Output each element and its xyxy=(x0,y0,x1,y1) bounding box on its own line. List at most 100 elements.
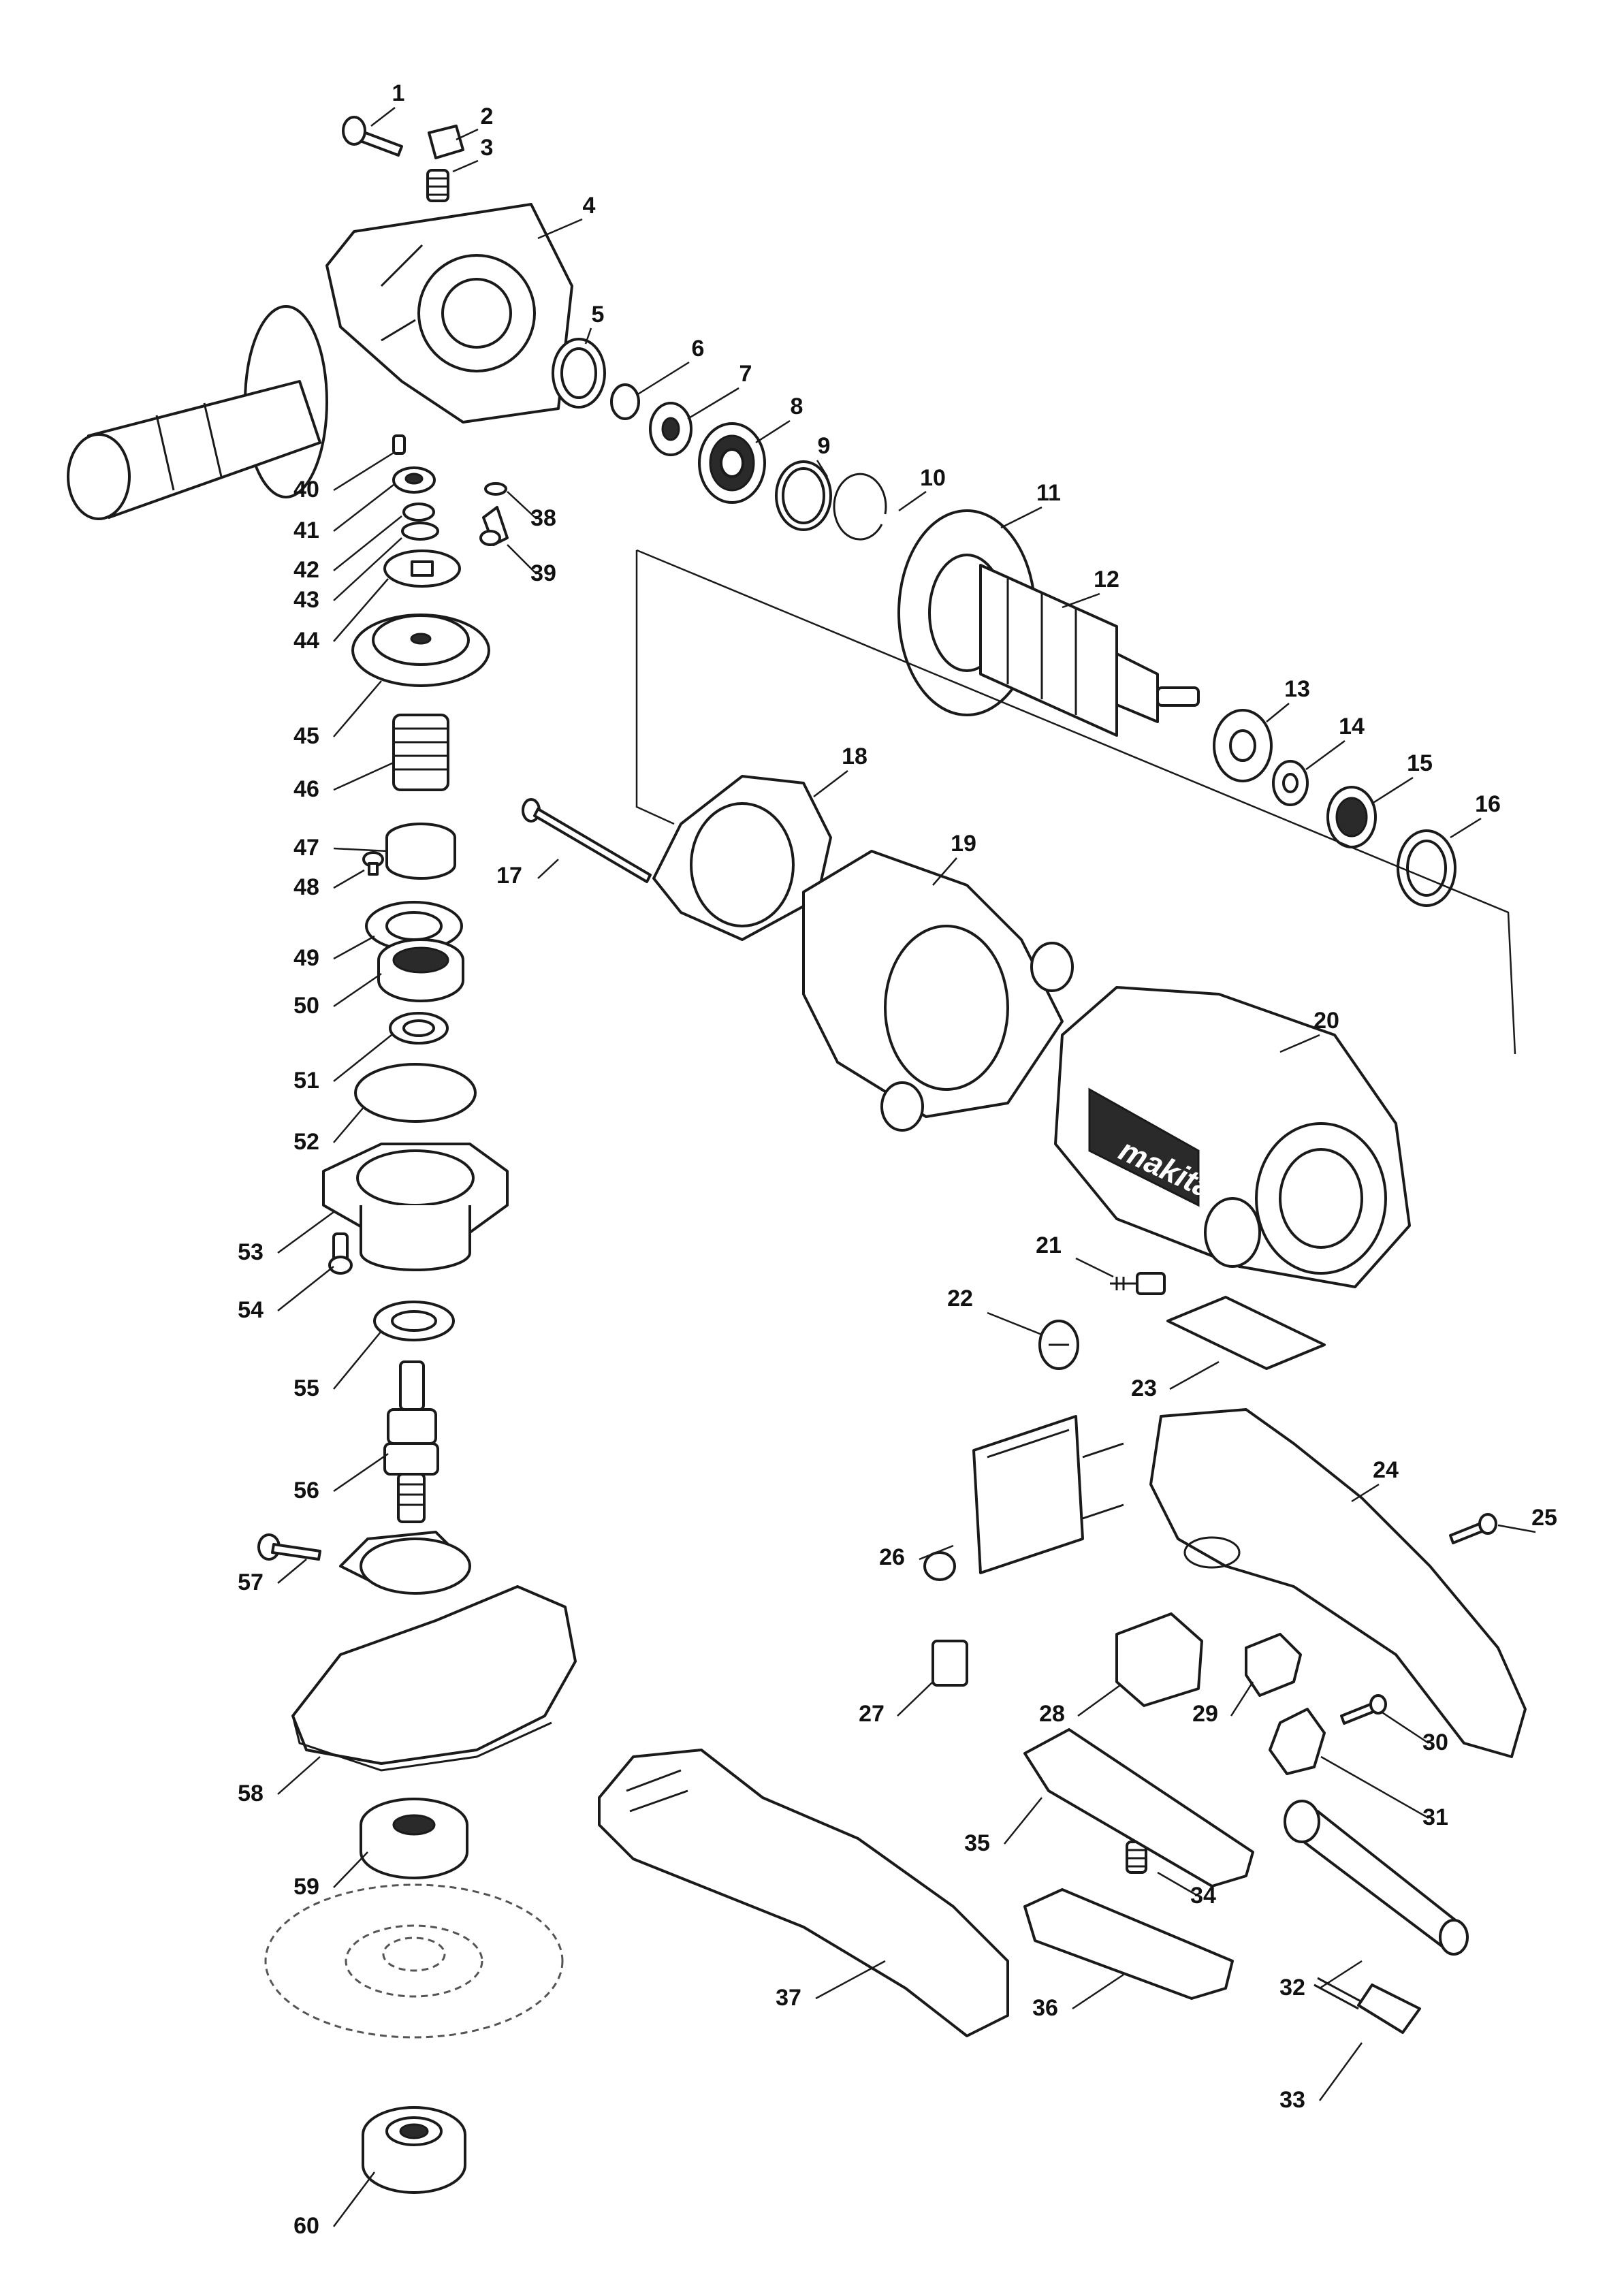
callout-leader-7 xyxy=(687,387,739,420)
callout-number-31: 31 xyxy=(1422,1804,1448,1830)
callout-number-50: 50 xyxy=(293,993,319,1019)
callout-leader-40 xyxy=(333,451,394,492)
part-power-cord-33 xyxy=(1313,1977,1421,2034)
callout-number-14: 14 xyxy=(1339,714,1365,739)
callout-leader-42 xyxy=(333,515,402,571)
callout-number-46: 46 xyxy=(293,776,319,802)
callout-number-11: 11 xyxy=(1036,480,1061,506)
callout-leader-44 xyxy=(333,578,389,642)
callout-number-40: 40 xyxy=(293,477,319,503)
callout-number-2: 2 xyxy=(481,103,494,129)
part-inner-flange-59 xyxy=(360,1798,468,1879)
callout-leader-48 xyxy=(333,869,365,889)
callout-leader-30 xyxy=(1382,1711,1429,1745)
callout-leader-33 xyxy=(1318,2042,1363,2101)
callout-number-28: 28 xyxy=(1039,1701,1065,1727)
callout-number-53: 53 xyxy=(238,1239,264,1265)
callout-number-41: 41 xyxy=(293,517,319,543)
part-spring-3 xyxy=(426,169,449,202)
part-handle-24 xyxy=(1149,1408,1527,1758)
part-motor-housing-20: makita xyxy=(1054,986,1411,1288)
part-pin-40 xyxy=(392,434,406,455)
callout-leader-21 xyxy=(1075,1257,1114,1278)
callout-number-6: 6 xyxy=(692,336,705,362)
callout-leader-31 xyxy=(1320,1755,1429,1819)
part-washer-14 xyxy=(1272,760,1309,806)
part-wheel-guard-58 xyxy=(291,1531,577,1772)
part-terminal-27 xyxy=(932,1640,968,1687)
part-plate-49 xyxy=(365,901,463,951)
callout-number-12: 12 xyxy=(1094,567,1119,592)
callout-leader-24 xyxy=(1351,1483,1380,1503)
callout-leader-56 xyxy=(333,1452,389,1493)
callout-number-48: 48 xyxy=(293,874,319,900)
callout-leader-38 xyxy=(507,491,537,520)
callout-number-18: 18 xyxy=(842,744,867,769)
part-washer-9 xyxy=(775,460,832,531)
callout-number-33: 33 xyxy=(1279,2087,1305,2113)
part-bearing-box-53 xyxy=(322,1143,509,1271)
callout-leader-55 xyxy=(333,1331,382,1390)
callout-number-29: 29 xyxy=(1192,1701,1218,1727)
callout-leader-32 xyxy=(1319,1960,1363,1990)
callout-leader-18 xyxy=(813,770,848,797)
callout-number-32: 32 xyxy=(1279,1975,1305,2001)
callout-number-39: 39 xyxy=(530,560,556,586)
part-handle-cover-37 xyxy=(598,1749,1009,2037)
part-screw-30 xyxy=(1340,1694,1387,1725)
callout-number-52: 52 xyxy=(293,1129,319,1155)
callout-leader-41 xyxy=(333,484,394,532)
callout-number-54: 54 xyxy=(238,1297,264,1323)
callout-number-19: 19 xyxy=(951,831,976,857)
callout-number-10: 10 xyxy=(920,465,946,491)
callout-leader-53 xyxy=(277,1211,334,1254)
callout-leader-59 xyxy=(333,1851,368,1888)
callout-number-25: 25 xyxy=(1531,1505,1557,1531)
callout-leader-37 xyxy=(815,1960,886,2000)
part-bearing-41 xyxy=(392,466,436,494)
callout-number-7: 7 xyxy=(739,361,752,387)
part-screw-25 xyxy=(1449,1513,1497,1544)
callout-leader-1 xyxy=(370,107,396,127)
part-brush-cap-22 xyxy=(1038,1320,1079,1370)
callout-layer: 1234567891011121314151617181920212223242… xyxy=(238,80,1557,2239)
callout-leader-34 xyxy=(1157,1871,1197,1896)
callout-number-8: 8 xyxy=(791,394,803,419)
part-strain-relief-31 xyxy=(1269,1708,1326,1775)
callout-leader-9 xyxy=(816,460,829,477)
callout-number-56: 56 xyxy=(293,1478,319,1503)
part-field-19 xyxy=(802,850,1074,1132)
callout-leader-2 xyxy=(456,128,479,141)
part-label-23 xyxy=(1166,1296,1326,1370)
part-spring-34 xyxy=(1126,1841,1147,1874)
part-lock-pin-39 xyxy=(479,506,509,546)
callout-leader-4 xyxy=(537,218,583,240)
callout-leader-54 xyxy=(277,1266,334,1311)
callout-number-58: 58 xyxy=(238,1781,264,1806)
callout-number-4: 4 xyxy=(583,193,596,219)
callout-leader-49 xyxy=(333,935,375,960)
part-bearing-8 xyxy=(698,422,766,504)
part-ring-5 xyxy=(552,338,606,409)
callout-leader-5 xyxy=(584,328,592,345)
part-screw-54 xyxy=(328,1232,353,1275)
callout-number-36: 36 xyxy=(1032,1995,1058,2021)
part-cap-13 xyxy=(1213,709,1273,782)
callout-leader-17 xyxy=(537,859,559,879)
callout-leader-20 xyxy=(1279,1034,1320,1053)
callout-number-20: 20 xyxy=(1313,1008,1339,1034)
callout-leader-45 xyxy=(333,680,382,737)
callout-leader-23 xyxy=(1169,1360,1220,1390)
callout-number-24: 24 xyxy=(1373,1457,1399,1483)
callout-number-59: 59 xyxy=(293,1874,319,1900)
part-baffle-18 xyxy=(652,775,832,941)
callout-number-43: 43 xyxy=(293,587,319,613)
callout-leader-26 xyxy=(919,1544,954,1561)
callout-leader-14 xyxy=(1305,739,1346,771)
callout-number-55: 55 xyxy=(293,1375,319,1401)
part-seal-55 xyxy=(373,1301,455,1341)
callout-leader-13 xyxy=(1266,703,1290,722)
callout-leader-39 xyxy=(507,544,537,575)
part-disc-52 xyxy=(354,1063,477,1123)
